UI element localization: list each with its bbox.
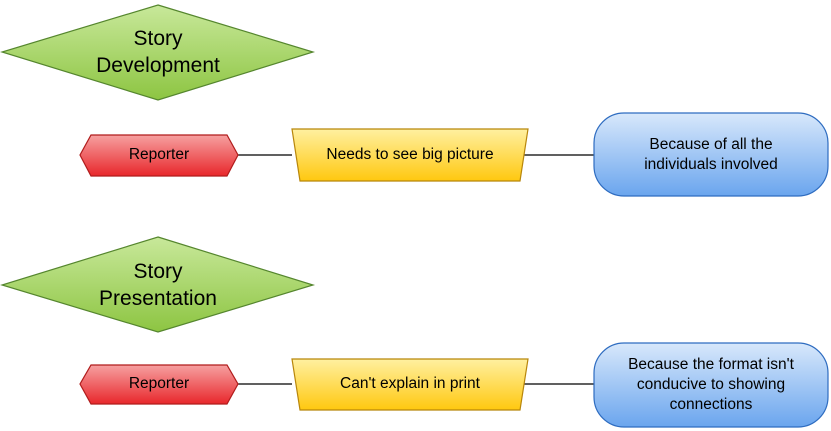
need-trapezoid (291, 358, 529, 411)
reporter-label: Reporter (90, 140, 228, 170)
need-trapezoid (291, 128, 529, 182)
need-label: Needs to see big picture (300, 140, 520, 170)
story-development-label: Story Development (60, 22, 256, 82)
reason-line: Because of all the (649, 136, 773, 153)
reason-pill (593, 342, 829, 428)
reporter-hexagon (79, 134, 239, 177)
reporter-text: Reporter (128, 146, 190, 163)
need-label: Can't explain in print (300, 369, 520, 399)
reason-pill (593, 112, 829, 197)
title-line: Story (133, 260, 183, 283)
story-presentation-label: Story Presentation (60, 255, 256, 315)
reason-line: individuals involved (644, 156, 778, 173)
need-text: Needs to see big picture (326, 146, 494, 163)
need-text: Can't explain in print (340, 375, 480, 392)
title-line: Presentation (99, 287, 217, 310)
story-presentation-diamond (0, 236, 316, 333)
reason-label: Because of all the individuals involved (596, 115, 826, 195)
title-line: Development (96, 54, 220, 77)
story-development-diamond (0, 4, 316, 101)
reason-label: Because the format isn't conducive to sh… (596, 345, 826, 425)
reporter-text: Reporter (128, 375, 190, 392)
reason-line: conducive to showing (636, 376, 786, 393)
reporter-label: Reporter (90, 369, 228, 399)
title-line: Story (133, 27, 183, 50)
reason-line: Because the format isn't (628, 356, 794, 373)
reporter-hexagon (79, 364, 239, 405)
reason-line: connections (669, 396, 753, 413)
